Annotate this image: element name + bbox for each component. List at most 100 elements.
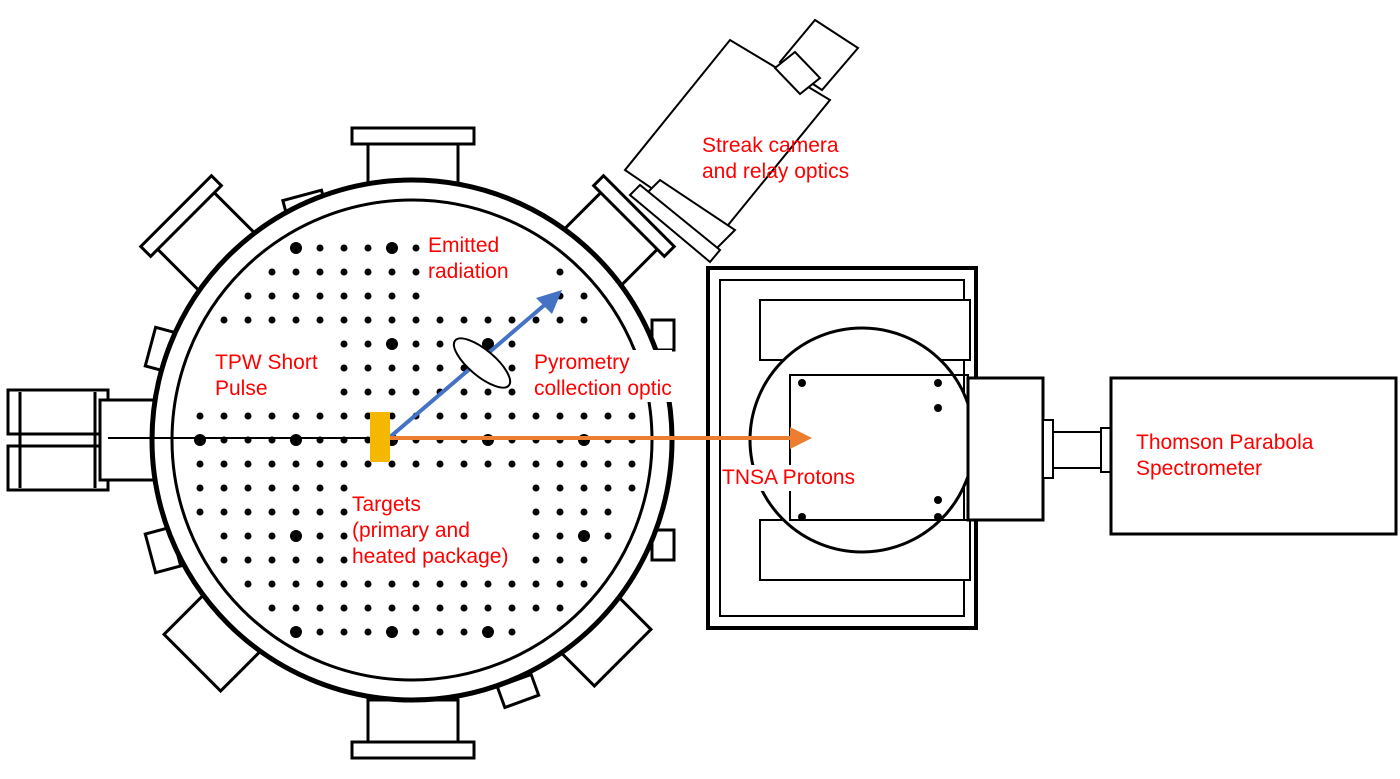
breadboard-hole	[316, 292, 324, 300]
breadboard-hole	[316, 604, 324, 612]
breadboard-hole	[316, 316, 324, 324]
breadboard-hole	[220, 460, 228, 468]
breadboard-hole	[340, 292, 348, 300]
breadboard-hole	[364, 268, 372, 276]
breadboard-hole	[292, 268, 300, 276]
breadboard-hole	[556, 556, 564, 564]
breadboard-hole	[290, 242, 302, 254]
breadboard-hole	[556, 484, 564, 492]
breadboard-hole	[436, 460, 444, 468]
breadboard-hole	[340, 268, 348, 276]
breadboard-hole	[412, 292, 420, 300]
breadboard-hole	[316, 412, 324, 420]
breadboard-hole	[364, 316, 372, 324]
label-tnsa-protons: TNSA Protons	[722, 465, 856, 491]
breadboard-hole	[364, 244, 372, 252]
breadboard-hole	[340, 364, 348, 372]
breadboard-hole	[556, 580, 564, 588]
breadboard-hole	[364, 340, 372, 348]
breadboard-hole	[412, 604, 420, 612]
breadboard-hole	[220, 532, 228, 540]
breadboard-hole	[316, 508, 324, 516]
breadboard-hole	[460, 316, 468, 324]
breadboard-hole	[484, 388, 492, 396]
breadboard-hole	[292, 484, 300, 492]
breadboard-hole	[388, 604, 396, 612]
breadboard-hole	[412, 580, 420, 588]
breadboard-hole	[556, 532, 564, 540]
breadboard-hole	[460, 412, 468, 420]
breadboard-hole	[482, 338, 494, 350]
breadboard-hole	[556, 268, 564, 276]
breadboard-hole	[340, 388, 348, 396]
label-streak-camera: Streak camera and relay optics	[702, 134, 850, 183]
breadboard-hole	[244, 580, 252, 588]
breadboard-hole	[556, 316, 564, 324]
breadboard-hole	[388, 364, 396, 372]
breadboard-hole	[556, 604, 564, 612]
breadboard-hole	[436, 412, 444, 420]
breadboard-hole	[316, 628, 324, 636]
breadboard-hole	[364, 412, 372, 420]
breadboard-hole	[532, 412, 540, 420]
breadboard-hole	[532, 604, 540, 612]
breadboard-hole	[628, 484, 636, 492]
breadboard-hole	[316, 244, 324, 252]
breadboard-hole	[580, 460, 588, 468]
breadboard-hole	[268, 556, 276, 564]
label-targets: Targets (primary and heated package)	[352, 492, 509, 570]
breadboard-hole	[412, 244, 420, 252]
breadboard-hole	[290, 530, 302, 542]
breadboard-hole	[388, 388, 396, 396]
tnsa-proton-arrowhead	[790, 427, 812, 449]
breadboard-hole	[292, 604, 300, 612]
breadboard-hole	[340, 604, 348, 612]
breadboard-hole	[484, 412, 492, 420]
breadboard-hole	[340, 484, 348, 492]
breadboard-hole	[316, 484, 324, 492]
breadboard-hole	[364, 580, 372, 588]
breadboard-hole	[340, 244, 348, 252]
breadboard-hole	[508, 628, 516, 636]
breadboard-hole	[532, 460, 540, 468]
breadboard-hole	[508, 412, 516, 420]
breadboard-hole	[604, 484, 612, 492]
breadboard-hole	[340, 316, 348, 324]
breadboard-hole	[292, 580, 300, 588]
breadboard-hole	[532, 484, 540, 492]
breadboard-hole	[482, 626, 494, 638]
breadboard-hole	[364, 604, 372, 612]
breadboard-hole	[580, 580, 588, 588]
breadboard-hole	[316, 460, 324, 468]
breadboard-hole	[244, 484, 252, 492]
breadboard-hole	[508, 364, 516, 372]
breadboard-hole	[316, 268, 324, 276]
breadboard-hole	[268, 412, 276, 420]
breadboard-hole	[436, 340, 444, 348]
breadboard-hole	[220, 556, 228, 564]
breadboard-hole	[436, 604, 444, 612]
breadboard-hole	[364, 460, 372, 468]
breadboard-hole	[508, 316, 516, 324]
breadboard-hole	[194, 434, 206, 446]
breadboard-hole	[244, 556, 252, 564]
breadboard-hole	[508, 604, 516, 612]
breadboard-hole	[604, 412, 612, 420]
breadboard-hole	[436, 628, 444, 636]
breadboard-hole	[220, 316, 228, 324]
breadboard-hole	[340, 580, 348, 588]
breadboard-hole	[292, 460, 300, 468]
breadboard-hole	[508, 388, 516, 396]
breadboard-hole	[244, 316, 252, 324]
breadboard-hole	[316, 556, 324, 564]
breadboard-hole	[532, 532, 540, 540]
breadboard-hole	[412, 388, 420, 396]
breadboard-hole	[290, 626, 302, 638]
breadboard-hole	[460, 460, 468, 468]
breadboard-hole	[268, 604, 276, 612]
breadboard-hole	[386, 338, 398, 350]
breadboard-hole	[268, 508, 276, 516]
breadboard-hole	[508, 580, 516, 588]
breadboard-hole	[244, 508, 252, 516]
breadboard-hole	[292, 508, 300, 516]
